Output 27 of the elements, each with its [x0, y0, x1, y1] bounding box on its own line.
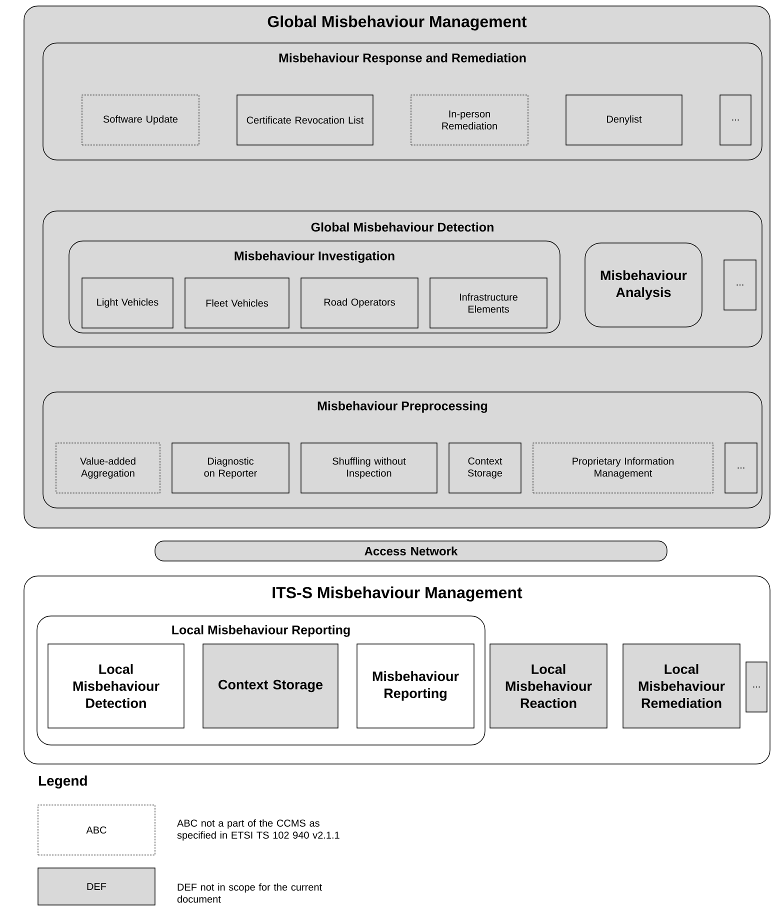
component-box: Local Misbehaviour Remediation — [622, 644, 740, 728]
component-box: Fleet Vehicles — [184, 278, 290, 328]
component-box: Infrastructure Elements — [430, 278, 548, 328]
component-box: Local Misbehaviour Detection — [48, 644, 184, 728]
component-box: ... — [724, 260, 756, 310]
component-box: Certificate Revocation List — [236, 94, 374, 146]
component-box: ... — [720, 94, 752, 146]
legend-heading: Legend — [38, 775, 87, 789]
component-box: ... — [746, 662, 768, 712]
component-box: Misbehaviour Analysis — [584, 242, 702, 328]
component-box: Context Storage — [448, 442, 522, 494]
component-box: Denylist — [566, 94, 682, 146]
component-box: Local Misbehaviour Reaction — [490, 644, 608, 728]
component-box: ... — [724, 442, 758, 494]
network-bar: Access Network — [154, 540, 668, 562]
component-box: Proprietary Information Management — [532, 442, 714, 494]
component-box: Software Update — [82, 94, 200, 146]
legend-text: DEF not in scope for the current document — [177, 883, 322, 903]
component-box: Road Operators — [300, 278, 418, 328]
component-box: Light Vehicles — [82, 278, 174, 328]
component-box: Value-added Aggregation — [56, 442, 160, 494]
component-box: In-person Remediation — [410, 94, 528, 146]
component-box: Shuffling without Inspection — [300, 442, 438, 494]
component-box: Context Storage — [202, 644, 338, 728]
component-box: Misbehaviour Reporting — [356, 644, 474, 728]
legend-text: ABC not a part of the CCMS as specified in ETSI TS 102 940 v2.1.1 — [177, 819, 340, 841]
component-box: Diagnostic on Reporter — [172, 442, 290, 494]
